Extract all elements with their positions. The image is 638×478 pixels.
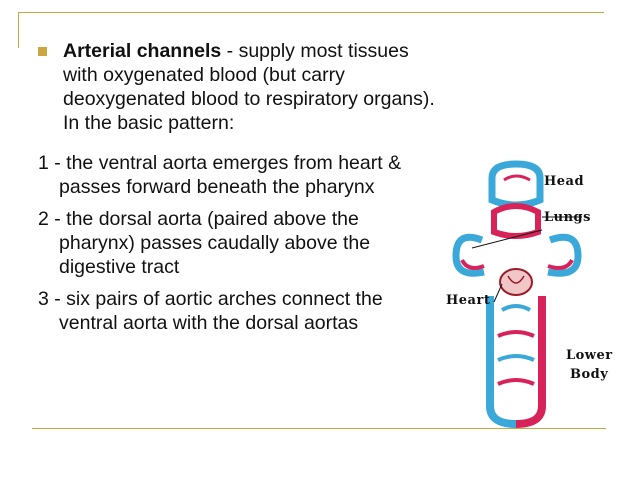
item-3-line-1: 3 - six pairs of aortic arches connect t… [38,288,383,310]
gut-loop-2 [497,330,535,338]
label-lower: Lower [566,348,613,363]
trunk-red-right [515,296,546,428]
gut-loop-3 [497,354,535,362]
trunk-blue-left [486,296,517,428]
upper-loop-red [491,203,541,239]
intro-line-4: In the basic pattern: [63,112,235,134]
heart-detail [507,275,525,284]
intro-paragraph: Arterial channels - supply most tissues … [63,39,503,135]
heart-pointer [493,283,503,303]
list-item-1: 1 - the ventral aorta emerges from heart… [38,151,401,199]
top-rule [18,12,604,13]
circulation-diagram: Head Lungs Heart Lower Body [432,160,632,435]
gut-loop-4 [497,378,535,386]
item-2-line-1: 2 - the dorsal aorta (paired above the [38,208,359,230]
label-heart: Heart [446,293,491,308]
head-loop-blue [488,160,544,209]
label-head: Head [544,174,585,189]
heart-shape [499,268,533,296]
bottom-rule [32,428,606,429]
item-2-line-2: pharynx) passes caudally above the [59,232,371,254]
intro-line-1: - supply most tissues [221,40,409,62]
lungs-pointer-2 [471,229,543,249]
left-lung-red [460,258,485,270]
item-1-line-2: passes forward beneath the pharynx [59,176,375,198]
right-lung-red [547,258,574,270]
gut-loop-1 [501,304,531,312]
item-1-line-1: 1 - the ventral aorta emerges from heart… [38,152,402,174]
item-3-line-2: ventral aorta with the dorsal aortas [59,312,359,334]
circulation-svg [452,160,582,428]
list-item-2: 2 - the dorsal aorta (paired above the p… [38,207,370,279]
label-body: Body [570,367,609,382]
label-lungs: Lungs [544,210,591,225]
left-rule [18,12,19,48]
intro-line-3: deoxygenated blood to respiratory organs… [63,88,435,110]
list-item-3: 3 - six pairs of aortic arches connect t… [38,287,383,335]
intro-line-2: with oxygenated blood (but carry [63,64,345,86]
intro-bold: Arterial channels [63,40,222,62]
right-lung-blue [547,233,582,277]
head-capillary-red [503,174,531,182]
item-2-line-3: digestive tract [59,256,180,278]
bullet-square [38,47,47,56]
left-lung-blue [452,233,485,277]
